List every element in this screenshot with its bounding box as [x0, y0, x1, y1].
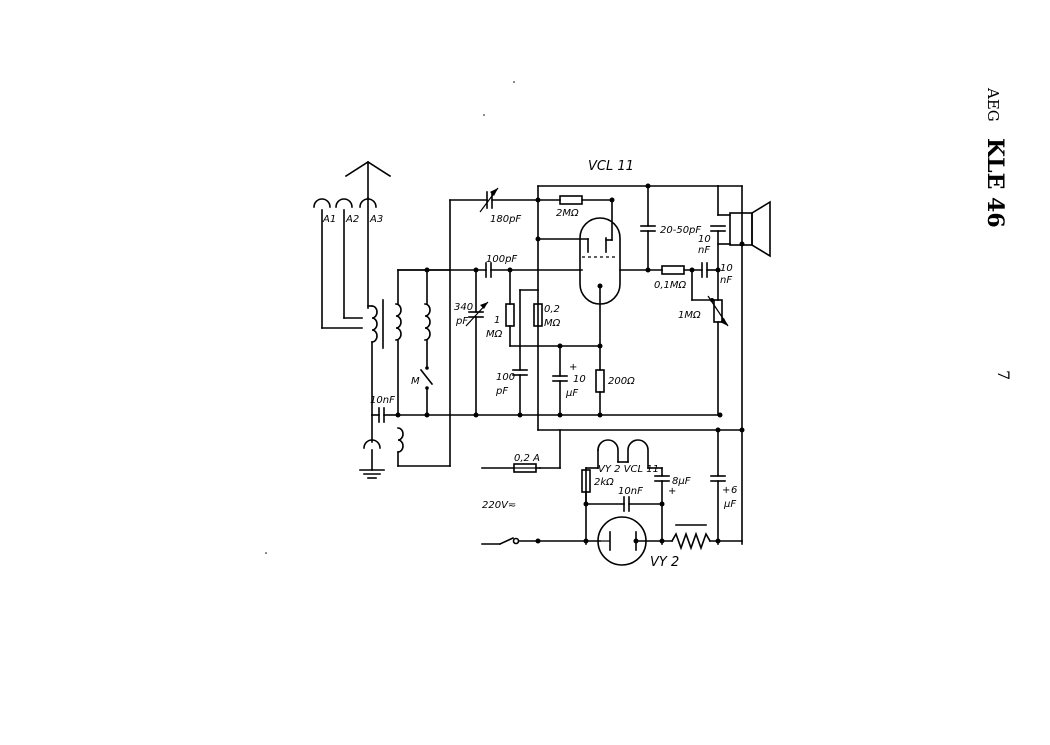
capacitor-100pf-low: 100 pF — [495, 369, 528, 416]
c-100pf-low-value: 100 — [496, 372, 515, 383]
antenna-coil — [367, 299, 384, 416]
mains-switch: 220V≂ — [481, 500, 601, 546]
grid-input-line: 100pF — [397, 254, 583, 278]
c-10uf-plus: + — [569, 362, 577, 373]
c-10nf-antenna-label: 10nF — [370, 395, 395, 406]
r-1mohm-value: 1 — [494, 315, 500, 326]
filter-resistor — [670, 524, 743, 551]
socket-a3-label: A3 — [369, 214, 383, 225]
ground-coil — [397, 427, 451, 467]
c-10nf-psu-label: 10nF — [618, 486, 643, 497]
resistor-2mohm: 2MΩ — [537, 195, 615, 241]
capacitor-8uf: 8μF + — [654, 467, 691, 545]
c-10nf-coupling-unit: nF — [720, 275, 732, 286]
resistor-200ohm: 200Ω — [595, 285, 635, 416]
fuse-02a: 0,2 A — [481, 453, 541, 473]
heater-string-label: VY 2 VCL 11 — [598, 464, 659, 475]
r-2mohm-label: 2MΩ — [556, 208, 579, 219]
r-02mohm-value: 0,2 — [544, 304, 560, 315]
c-6uf-value: 6 — [731, 485, 737, 496]
switch-m-label: M — [411, 376, 420, 387]
capacitor-340pf: 340 pF — [454, 269, 489, 418]
tube-vcl11-label: VCL 11 — [588, 159, 634, 174]
r-1mohm-unit: MΩ — [486, 329, 503, 340]
output-coupling-line: 0,1MΩ 10 nF — [619, 262, 733, 291]
r-2kohm-label: 2kΩ — [594, 477, 614, 488]
loudspeaker: 10 nF — [698, 200, 771, 271]
tube-vcl11: VCL 11 — [537, 159, 634, 305]
c-10uf-value: 10 — [573, 374, 586, 385]
antenna-sockets: A1 A2 A3 — [313, 197, 383, 329]
tube-vy2-label: VY 2 — [650, 555, 679, 570]
page-number: 7 — [994, 370, 1013, 380]
c-180pf-label: 180pF — [490, 214, 521, 225]
brand-label: AEG — [984, 87, 1002, 122]
resistor-02mohm: 0,2 MΩ — [519, 289, 561, 371]
c-10nf-top-value: 10 — [698, 234, 711, 245]
r-01mohm-label: 0,1MΩ — [654, 280, 687, 291]
socket-a1-label: A1 — [322, 214, 336, 225]
potentiometer-1mohm: 1MΩ — [678, 269, 729, 416]
c-8uf-label: 8μF — [672, 476, 691, 487]
c-6uf-plus: + — [722, 485, 730, 496]
fuse-label: 0,2 A — [514, 453, 540, 464]
heater-string: VY 2 VCL 11 — [539, 429, 663, 505]
rf-coil-set: M — [395, 269, 451, 416]
resistor-1mohm-grid: 1 MΩ — [486, 269, 601, 347]
c-10nf-top-unit: nF — [698, 245, 710, 256]
capacitor-10uf: + 10 μF — [552, 343, 586, 416]
capacitor-6uf: + 6 μF — [710, 429, 737, 545]
c-8uf-plus: + — [668, 486, 676, 497]
socket-a2-label: A2 — [345, 214, 359, 225]
mains-voltage-label: 220V≂ — [482, 500, 516, 511]
tube-vy2: VY 2 — [597, 516, 679, 570]
c-340pf-unit: pF — [455, 316, 468, 327]
c-20-50pf-label: 20-50pF — [660, 225, 701, 236]
c-100pf-low-unit: pF — [495, 386, 508, 397]
pot-1mohm-label: 1MΩ — [678, 310, 701, 321]
antenna-symbol — [344, 161, 392, 199]
c-340pf-value: 340 — [454, 302, 473, 313]
earth-terminal — [359, 414, 385, 479]
capacitor-20-50pf: 20-50pF — [640, 183, 701, 271]
c-6uf-unit: μF — [723, 499, 736, 510]
feedback-capacitor-180pf: 180pF — [449, 187, 539, 467]
r-02mohm-unit: MΩ — [544, 318, 561, 329]
capacitor-10nf-psu: 10nF — [585, 486, 665, 512]
capacitor-10nf-antenna: 10nF — [370, 395, 399, 423]
c-100pf-grid-label: 100pF — [486, 254, 517, 265]
c-10nf-coupling-value: 10 — [720, 263, 733, 274]
c-10uf-unit: μF — [565, 388, 578, 399]
resistor-2kohm: 2kΩ — [581, 469, 614, 545]
title-block: AEG KLE 46 7 — [982, 87, 1013, 380]
model-label: KLE 46 — [982, 138, 1008, 228]
r-200ohm-label: 200Ω — [608, 376, 635, 387]
